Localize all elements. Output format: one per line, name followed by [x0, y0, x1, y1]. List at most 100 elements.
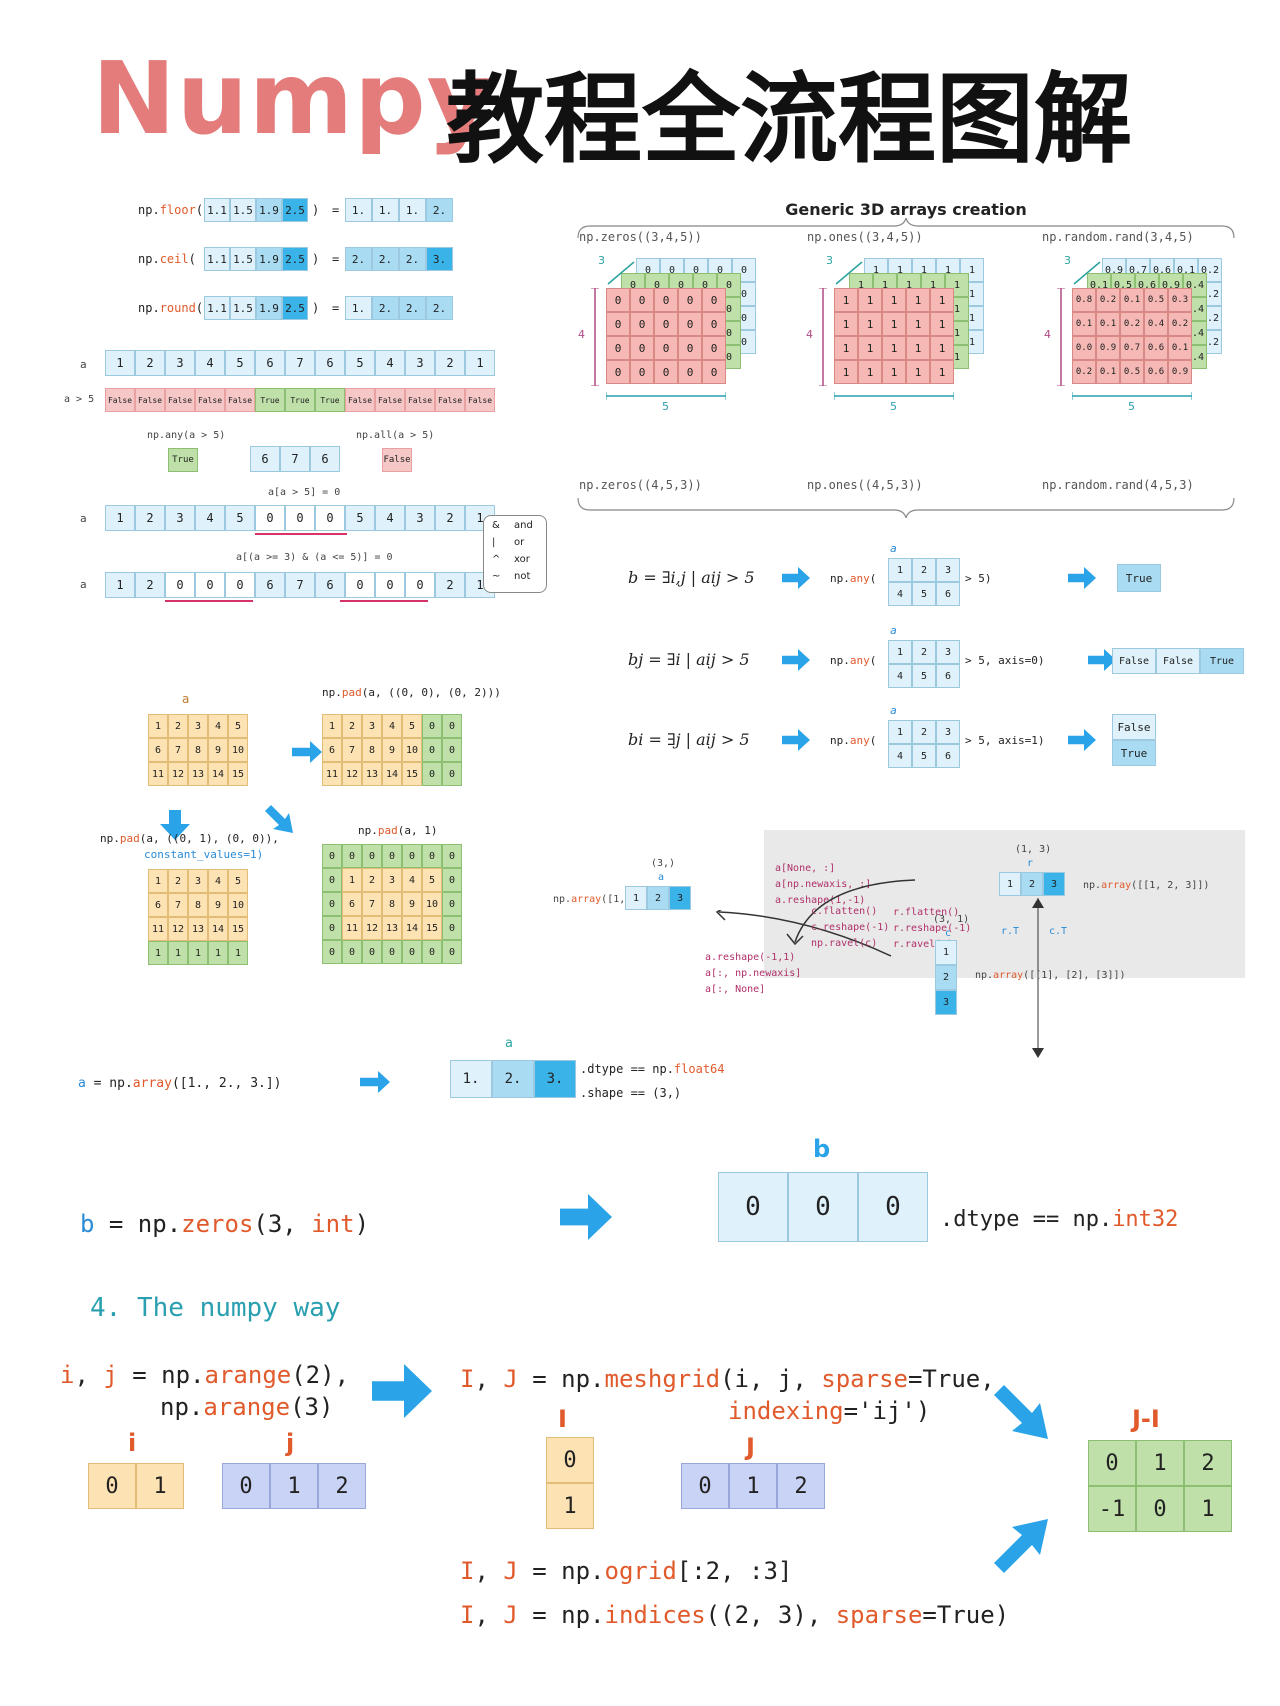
from-c-arrow: [715, 910, 892, 957]
a-label: a: [80, 578, 87, 591]
array-cell: 5: [422, 868, 442, 892]
reshape-c-code: a[:, None]: [705, 984, 766, 995]
array-cell: 5: [225, 350, 255, 376]
array-cell: 1: [834, 360, 858, 384]
array-cell: 0: [315, 505, 345, 531]
dim-height-label: 4: [578, 328, 585, 341]
array-cell: 13: [188, 762, 208, 786]
array-cell: 1: [906, 288, 930, 312]
array-cell: 4: [888, 744, 912, 768]
array-cell: 1: [208, 941, 228, 965]
transpose-arrow: [1032, 898, 1044, 1058]
array-cell: 2.: [399, 247, 426, 271]
a-label: a: [890, 624, 897, 637]
array-cell: 1: [906, 336, 930, 360]
array-cell: 11: [342, 916, 362, 940]
array-cell: True: [255, 388, 285, 412]
array-cell: 2: [912, 720, 936, 744]
array-cell: 2: [1021, 872, 1043, 896]
arrow-right-icon: [782, 567, 810, 589]
array-cell: 0: [606, 336, 630, 360]
array-cell: 5: [402, 714, 422, 738]
function-name: pad: [341, 686, 362, 699]
gen3d-bottom-code: np.ones((4,5,3)): [807, 478, 923, 492]
I-cell: 1: [546, 1483, 594, 1529]
array-cell: 0: [222, 1463, 270, 1509]
array-cell: 0: [322, 940, 342, 964]
array-cell: 0: [630, 288, 654, 312]
array-cell: 1: [148, 941, 168, 965]
array-cell: 0.9: [1096, 336, 1120, 360]
array-cell: 0.2: [1198, 258, 1222, 282]
array-cell: 0: [382, 844, 402, 868]
array-cell: 1: [136, 1463, 184, 1509]
array-cell: 1.1: [204, 247, 230, 271]
to-r-arrow: [786, 879, 916, 946]
array-cell: 0: [788, 1172, 858, 1242]
array-cell: 13: [382, 916, 402, 940]
array-cell: 15: [228, 762, 248, 786]
array-cell: 0: [322, 844, 342, 868]
array-cell: 0: [322, 892, 342, 916]
a-label: a: [80, 358, 87, 371]
array-cell: 8: [188, 738, 208, 762]
array-cell: 2: [435, 505, 465, 531]
any-code-post: > 5): [965, 572, 992, 585]
array-cell: 1: [882, 288, 906, 312]
array-cell: 0: [402, 940, 422, 964]
assign2-code: a[(a >= 3) & (a <= 5)] = 0: [236, 552, 393, 563]
array-cell: 3: [165, 505, 195, 531]
array-cell: 0: [442, 868, 462, 892]
array-cell: False: [345, 388, 375, 412]
array-cell: 1: [1184, 1486, 1232, 1532]
function-name: arange: [203, 1393, 291, 1421]
array-cell: 0: [718, 1172, 788, 1242]
array-cell: 15: [422, 916, 442, 940]
paren-close: ): [312, 203, 320, 217]
function-name: pad: [119, 832, 140, 845]
array-cell: False: [165, 388, 195, 412]
array-cell: 1.9: [256, 296, 282, 320]
dim-height-line: [819, 288, 827, 386]
array-cell: 0: [255, 505, 285, 531]
array-cell: 4: [195, 505, 225, 531]
zeros-code: b = np.zeros(3, int): [80, 1210, 370, 1238]
dim-depth-label: 3: [598, 254, 605, 267]
array-cell: 0: [195, 572, 225, 598]
array-cell: 0: [442, 738, 462, 762]
dtype-line: .dtype == np.int32: [940, 1207, 1179, 1232]
array-cell: 3: [188, 714, 208, 738]
gen3d-top-code: np.random.rand(3,4,5): [1042, 230, 1194, 244]
c-cell: 2: [935, 965, 957, 990]
I-cell: 0: [546, 1437, 594, 1483]
array-cell: 7: [342, 738, 362, 762]
function-name: zeros: [181, 1210, 254, 1238]
array-cell: 2.: [426, 296, 453, 320]
arrow-right-icon: [560, 1194, 612, 1240]
array-cell: 0.1: [1072, 312, 1096, 336]
array-cell: 1: [906, 360, 930, 384]
array-cell: 1: [105, 505, 135, 531]
array-cell: 3: [405, 505, 435, 531]
array-cell: -1: [1088, 1486, 1136, 1532]
any-code-pre: np.any(: [830, 734, 877, 747]
array-cell: 0: [678, 288, 702, 312]
array-cell: 0.2: [1096, 288, 1120, 312]
array-cell: 0.4: [1144, 312, 1168, 336]
c-shape: (3, 1): [933, 914, 970, 925]
array-cell: 1.: [399, 198, 426, 222]
dim-depth-label: 3: [1064, 254, 1071, 267]
array-cell: 0: [702, 288, 726, 312]
